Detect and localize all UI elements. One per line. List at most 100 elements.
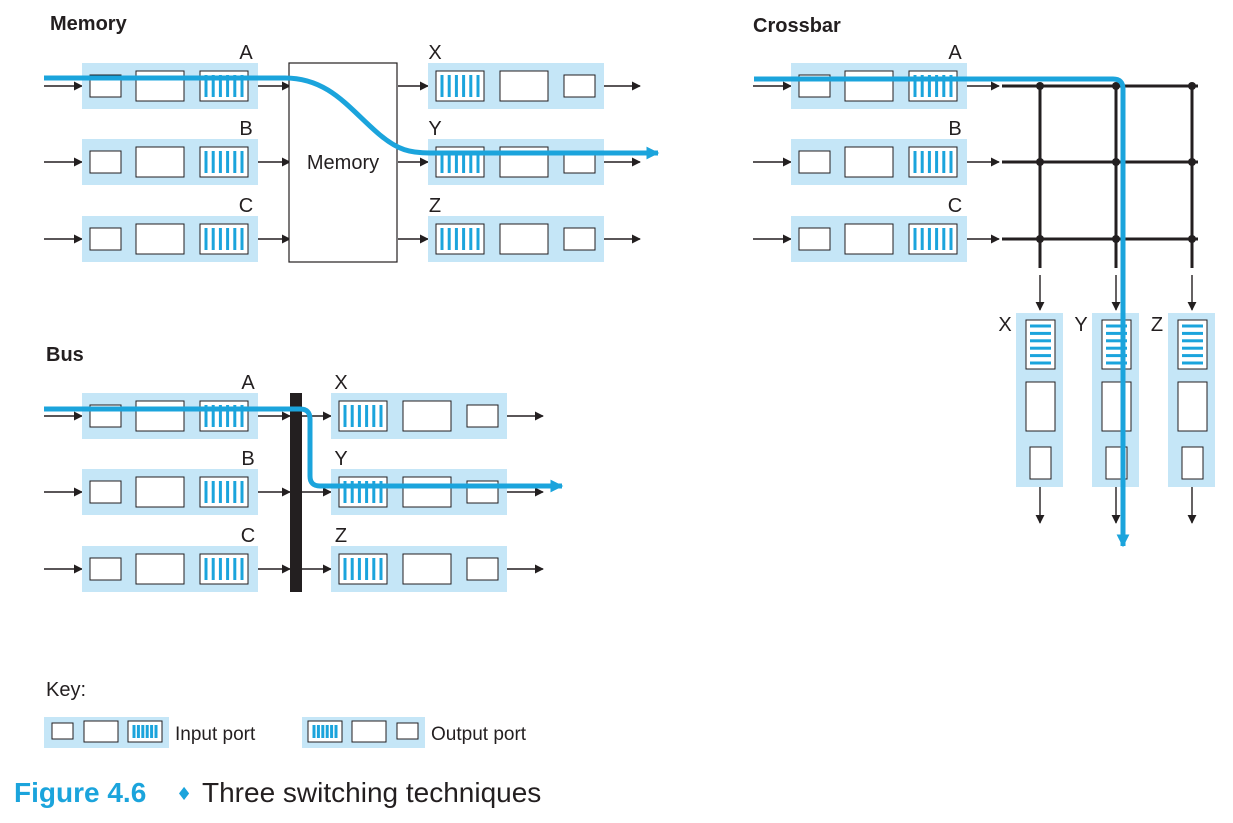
queue-slot	[211, 75, 215, 97]
queue-icon	[199, 476, 249, 508]
queue-slot	[334, 725, 338, 738]
queue-slot	[233, 481, 237, 503]
output-port-z: Z	[301, 525, 544, 592]
queue-frame	[199, 400, 249, 432]
queue-slot	[440, 75, 444, 97]
queue-slot	[325, 725, 329, 738]
queue-slot	[233, 228, 237, 250]
input-port-b: B	[44, 118, 291, 185]
queue-icon	[1025, 319, 1056, 370]
queue-slot	[372, 405, 376, 427]
crossbar-title: Crossbar	[753, 15, 841, 37]
queue-frame	[908, 146, 958, 178]
crossbar-junction	[1188, 82, 1196, 90]
memory-input-ports: ABC	[44, 42, 291, 262]
queue-frame	[435, 70, 485, 102]
queue-frame	[199, 553, 249, 585]
link-layer-box	[499, 223, 549, 255]
output-port-label: X	[998, 314, 1011, 336]
output-port-x: X	[301, 372, 544, 439]
queue-slot	[343, 558, 347, 580]
queue-frame	[199, 146, 249, 178]
queue-icon	[908, 146, 958, 178]
key-output-big-box	[351, 720, 387, 743]
queue-slot	[226, 75, 230, 97]
queue-slot	[211, 481, 215, 503]
queue-slot	[357, 558, 361, 580]
queue-slot	[150, 725, 154, 738]
queue-slot	[1030, 324, 1051, 328]
queue-slot	[949, 228, 953, 250]
link-layer-box	[1177, 381, 1208, 432]
bus-output-ports: X Y Z	[301, 372, 544, 592]
queue-slot	[218, 75, 222, 97]
memory-title: Memory	[50, 13, 128, 35]
link-layer-box	[135, 400, 185, 432]
queue-icon	[199, 553, 249, 585]
line-termination-box	[1181, 446, 1204, 480]
queue-slot	[357, 405, 361, 427]
queue-slot	[949, 151, 953, 173]
output-port-label: X	[334, 372, 347, 394]
queue-slot	[136, 725, 140, 738]
link-layer-box	[402, 476, 452, 508]
queue-slot	[920, 151, 924, 173]
link-layer-box	[844, 146, 894, 178]
queue-slot	[226, 228, 230, 250]
input-port-b: B	[753, 118, 1000, 185]
queue-slot	[1030, 361, 1051, 365]
queue-slot	[204, 405, 208, 427]
queue-icon	[199, 223, 249, 255]
queue-frame	[199, 476, 249, 508]
queue-frame	[307, 720, 343, 743]
queue-frame	[338, 400, 388, 432]
queue-icon	[435, 70, 485, 102]
queue-slot	[462, 228, 466, 250]
queue-slot	[942, 75, 946, 97]
crossbar-path-arrow	[754, 76, 1130, 548]
memory-block-label: Memory	[307, 152, 379, 174]
line-termination-box	[89, 150, 122, 174]
queue-slot	[1106, 339, 1127, 343]
output-port-label: Y	[334, 448, 347, 470]
queue-slot	[233, 558, 237, 580]
queue-slot	[211, 151, 215, 173]
link-layer-box	[135, 476, 185, 508]
queue-slot	[218, 405, 222, 427]
queue-slot	[204, 558, 208, 580]
queue-slot	[469, 228, 473, 250]
output-port-label: Z	[429, 195, 441, 217]
queue-slot	[240, 558, 244, 580]
queue-slot	[372, 558, 376, 580]
queue-slot	[462, 75, 466, 97]
input-port-label: B	[948, 118, 961, 140]
queue-slot	[440, 151, 444, 173]
output-port-y: Y	[398, 118, 641, 185]
bus-input-ports: ABC	[44, 372, 291, 592]
queue-icon	[127, 720, 163, 743]
link-layer-box	[135, 553, 185, 585]
input-port-label: C	[948, 195, 962, 217]
input-port-label: C	[241, 525, 255, 547]
key-input-big-box	[83, 720, 119, 743]
line-termination-box	[466, 404, 499, 428]
queue-slot	[218, 151, 222, 173]
queue-slot	[447, 75, 451, 97]
input-port-label: A	[241, 372, 255, 394]
key-title: Key:	[46, 679, 86, 701]
input-port-label: B	[239, 118, 252, 140]
queue-slot	[927, 228, 931, 250]
queue-slot	[379, 481, 383, 503]
queue-slot	[1030, 339, 1051, 343]
crossbar-junction	[1112, 235, 1120, 243]
input-port-label: A	[239, 42, 253, 64]
queue-slot	[204, 228, 208, 250]
queue-slot	[447, 151, 451, 173]
input-port-a: A	[44, 372, 291, 439]
queue-slot	[454, 75, 458, 97]
queue-icon	[1177, 319, 1208, 370]
queue-frame	[338, 553, 388, 585]
queue-slot	[920, 228, 924, 250]
queue-slot	[218, 481, 222, 503]
